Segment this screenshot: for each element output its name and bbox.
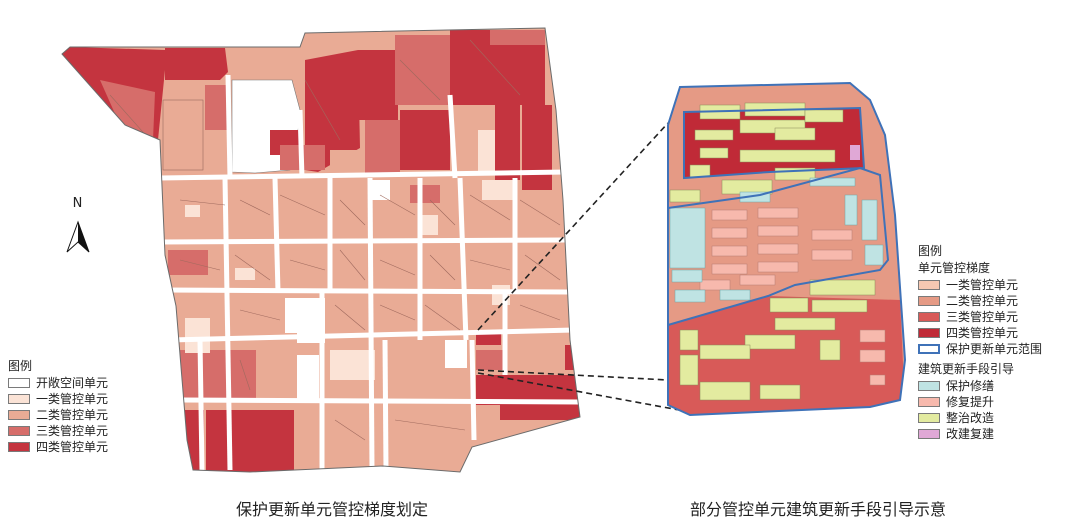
north-letter: N [72,196,83,211]
swatch-protect [918,380,940,391]
left-legend-item: 一类管控单元 [8,391,108,406]
swatch-renovate [918,412,940,423]
swatch-rebuild [918,428,940,439]
right-caption: 部分管控单元建筑更新手段引导示意 [690,500,947,519]
swatch-unit-boundary [918,343,940,354]
unit-type2 [330,150,360,175]
right-legend-title: 图例 [918,244,943,258]
swatch-type2 [8,409,30,420]
right-legend-item: 二类管控单元 [918,293,1042,308]
right-legend-section1-title: 单元管控梯度 [918,261,991,275]
unit-type1 [330,350,375,380]
north-label: N [58,196,98,211]
unit-type1 [420,215,438,235]
unit-type3 [100,80,155,140]
buildings-protect [669,177,884,303]
swatch-open-space [8,377,30,388]
unit-type4 [305,50,360,172]
unit-type1 [482,180,517,200]
unit-type4 [495,105,520,180]
swatch-repair [918,396,940,407]
leader-lines [477,122,691,413]
right-map [668,83,905,415]
left-legend-item: 二类管控单元 [8,407,108,422]
unit-boundaries [667,81,907,417]
buildings-renovate [669,102,876,401]
right-legend-label: 三类管控单元 [946,309,1019,324]
unit-type3 [205,85,227,130]
unit-type3 [365,120,400,175]
left-legend-item: 四类管控单元 [8,439,108,454]
right-legend-label: 保护更新单元范围 [946,341,1043,356]
swatch-type3 [8,425,30,436]
swatch-type1 [918,279,940,290]
unit-type1 [185,205,200,217]
unit-type1 [235,268,255,280]
unit-type4 [206,410,294,472]
right-legend-label: 四类管控单元 [946,325,1019,340]
left-legend-item: 三类管控单元 [8,423,108,438]
unit-type3 [168,250,208,275]
right-legend-label: 二类管控单元 [946,293,1019,308]
unit-open-space [445,340,467,368]
unit-open-space [297,355,319,400]
parcel-lines [109,39,561,441]
left-map-outline [61,27,581,473]
unit-type1 [185,318,210,353]
left-legend-label: 四类管控单元 [36,439,109,454]
left-legend: 图例 开敞空间单元 一类管控单元 二类管控单元 三类管控单元 四类管控单元 [8,358,108,455]
left-legend-label: 一类管控单元 [36,391,109,406]
road-network [159,74,580,471]
right-legend-section2-title: 建筑更新手段引导 [918,362,1015,376]
left-legend-label: 三类管控单元 [36,423,109,438]
unit-type2 [118,130,150,170]
right-legend-item: 改建复建 [918,426,1042,441]
unit-type3 [476,350,506,370]
unit-type3 [410,185,440,203]
right-legend-item: 修复提升 [918,394,1042,409]
right-legend-item: 保护修缮 [918,378,1042,393]
right-legend-label: 保护修缮 [946,378,995,393]
unit-type3 [490,30,545,45]
right-legend: 图例 单元管控梯度 一类管控单元 二类管控单元 三类管控单元 四类管控单元 保护… [918,243,1042,442]
swatch-type4 [8,441,30,452]
left-legend-label: 开敞空间单元 [36,375,109,390]
right-legend-label: 修复提升 [946,394,995,409]
north-arrow-icon [66,220,90,253]
left-legend-item: 开敞空间单元 [8,375,108,390]
right-legend-item: 保护更新单元范围 [918,341,1042,356]
unit-type4 [522,105,552,190]
right-legend-item: 一类管控单元 [918,277,1042,292]
unit-open-space [370,180,390,200]
left-map [62,28,580,472]
unit-type2 [162,99,204,171]
swatch-type4 [918,327,940,338]
right-legend-item: 三类管控单元 [918,309,1042,324]
building-rebuild [850,145,860,160]
unit-type1 [478,130,496,175]
right-legend-label: 改建复建 [946,426,995,441]
right-legend-label: 一类管控单元 [946,277,1019,292]
unit-type3 [178,350,260,398]
buildings-repair [699,207,886,386]
left-legend-label: 二类管控单元 [36,407,109,422]
swatch-type2 [918,295,940,306]
unit-type4 [400,110,450,170]
unit-type4 [165,48,228,80]
unit-type3 [395,35,450,105]
left-legend-title: 图例 [8,359,33,373]
right-legend-item: 四类管控单元 [918,325,1042,340]
unit-open-space [285,298,297,333]
right-legend-item: 整治改造 [918,410,1042,425]
right-legend-label: 整治改造 [946,410,995,425]
swatch-type1 [8,393,30,404]
left-caption: 保护更新单元管控梯度划定 [236,500,429,519]
swatch-type3 [918,311,940,322]
unit-type4 [358,50,398,120]
unit-type2 [256,350,294,400]
